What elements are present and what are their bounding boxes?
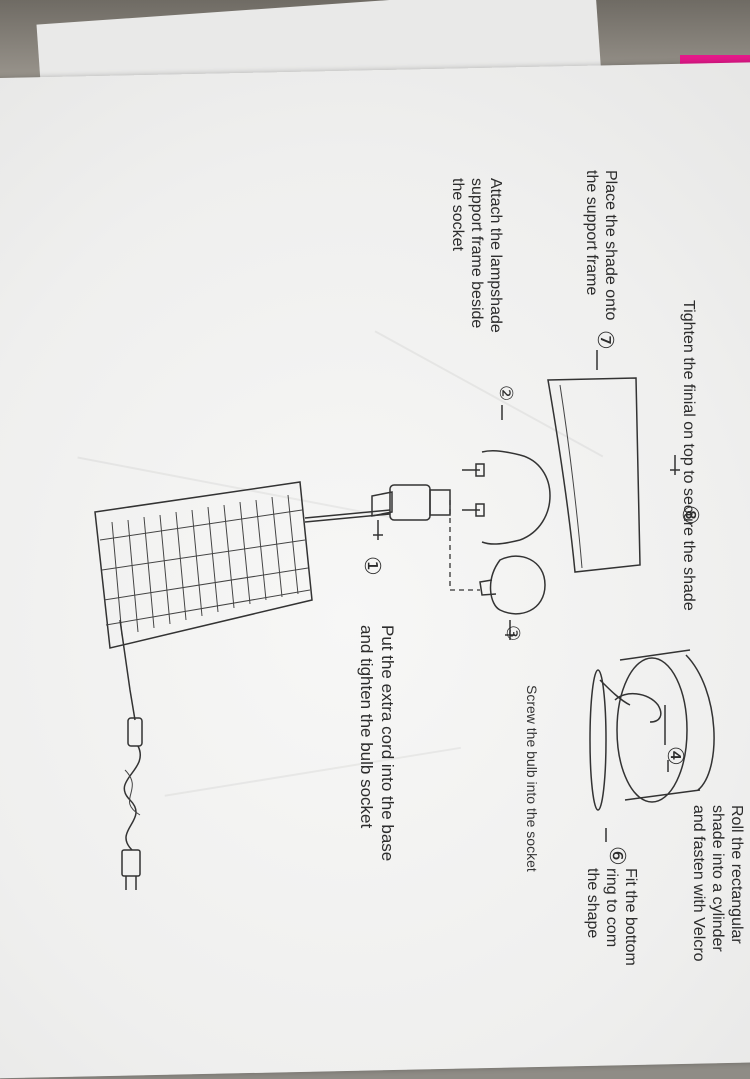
- lampshade-drawing: [547, 377, 641, 573]
- step6-instruction: Fit the bottom ring to com the shape: [584, 868, 639, 966]
- lamp-base-drawing: [94, 481, 313, 649]
- step-number-1: ①: [360, 556, 385, 576]
- step-number-7: ⑦: [593, 330, 618, 350]
- step-number-4: ④: [663, 746, 688, 766]
- step8-instruction: Tighten the finial on top to secure the …: [680, 300, 697, 611]
- step-number-2: ②: [496, 385, 516, 402]
- power-cord-drawing: [119, 619, 143, 890]
- step2-instruction: Attach the lampshade support frame besid…: [449, 178, 504, 333]
- step-number-3: ③: [503, 625, 523, 642]
- step4-instruction: Roll the rectangular shade into a cylind…: [690, 805, 745, 962]
- bottom-ring-drawing: [589, 669, 607, 811]
- step7-instruction: Place the shade onto the support frame: [583, 170, 619, 321]
- assembly-illustration: [94, 350, 715, 890]
- light-bulb-drawing: [479, 555, 546, 615]
- cylinder-shade-drawing: [599, 649, 715, 803]
- support-frame-drawing: [462, 450, 551, 545]
- screwdriver-marks: [373, 455, 680, 640]
- step1-instruction: Put the extra cord into the base and tig…: [357, 625, 397, 862]
- arrow-marks: [501, 350, 669, 842]
- step3-instruction: Screw the bulb into the socket: [524, 685, 540, 872]
- step-number-6: ⑥: [605, 846, 630, 866]
